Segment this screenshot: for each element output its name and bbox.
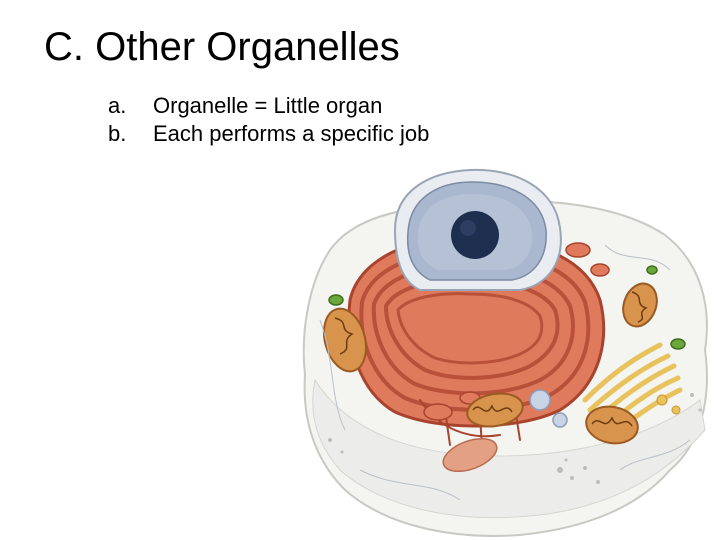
bullet-marker: a. [108, 93, 127, 118]
vesicles [328, 265, 686, 350]
bullet-text: Organelle = Little organ [153, 93, 383, 118]
cell-cut-surface [312, 378, 706, 519]
bullet-item: a. Organelle = Little organ [108, 92, 429, 120]
bullet-text: Each performs a specific job [153, 121, 430, 146]
cytoplasm-granules [328, 393, 702, 484]
slide-title: C. Other Organelles [44, 25, 400, 69]
bullet-list: a. Organelle = Little organ b. Each perf… [108, 92, 429, 148]
nucleolus [451, 211, 499, 259]
nucleus [393, 168, 562, 291]
mitochondria [322, 282, 658, 445]
animal-cell-illustration [302, 168, 708, 537]
vacuoles [442, 389, 568, 473]
bullet-marker: b. [108, 121, 127, 146]
cytoskeleton [319, 244, 691, 501]
bullet-item: b. Each performs a specific job [108, 120, 429, 148]
